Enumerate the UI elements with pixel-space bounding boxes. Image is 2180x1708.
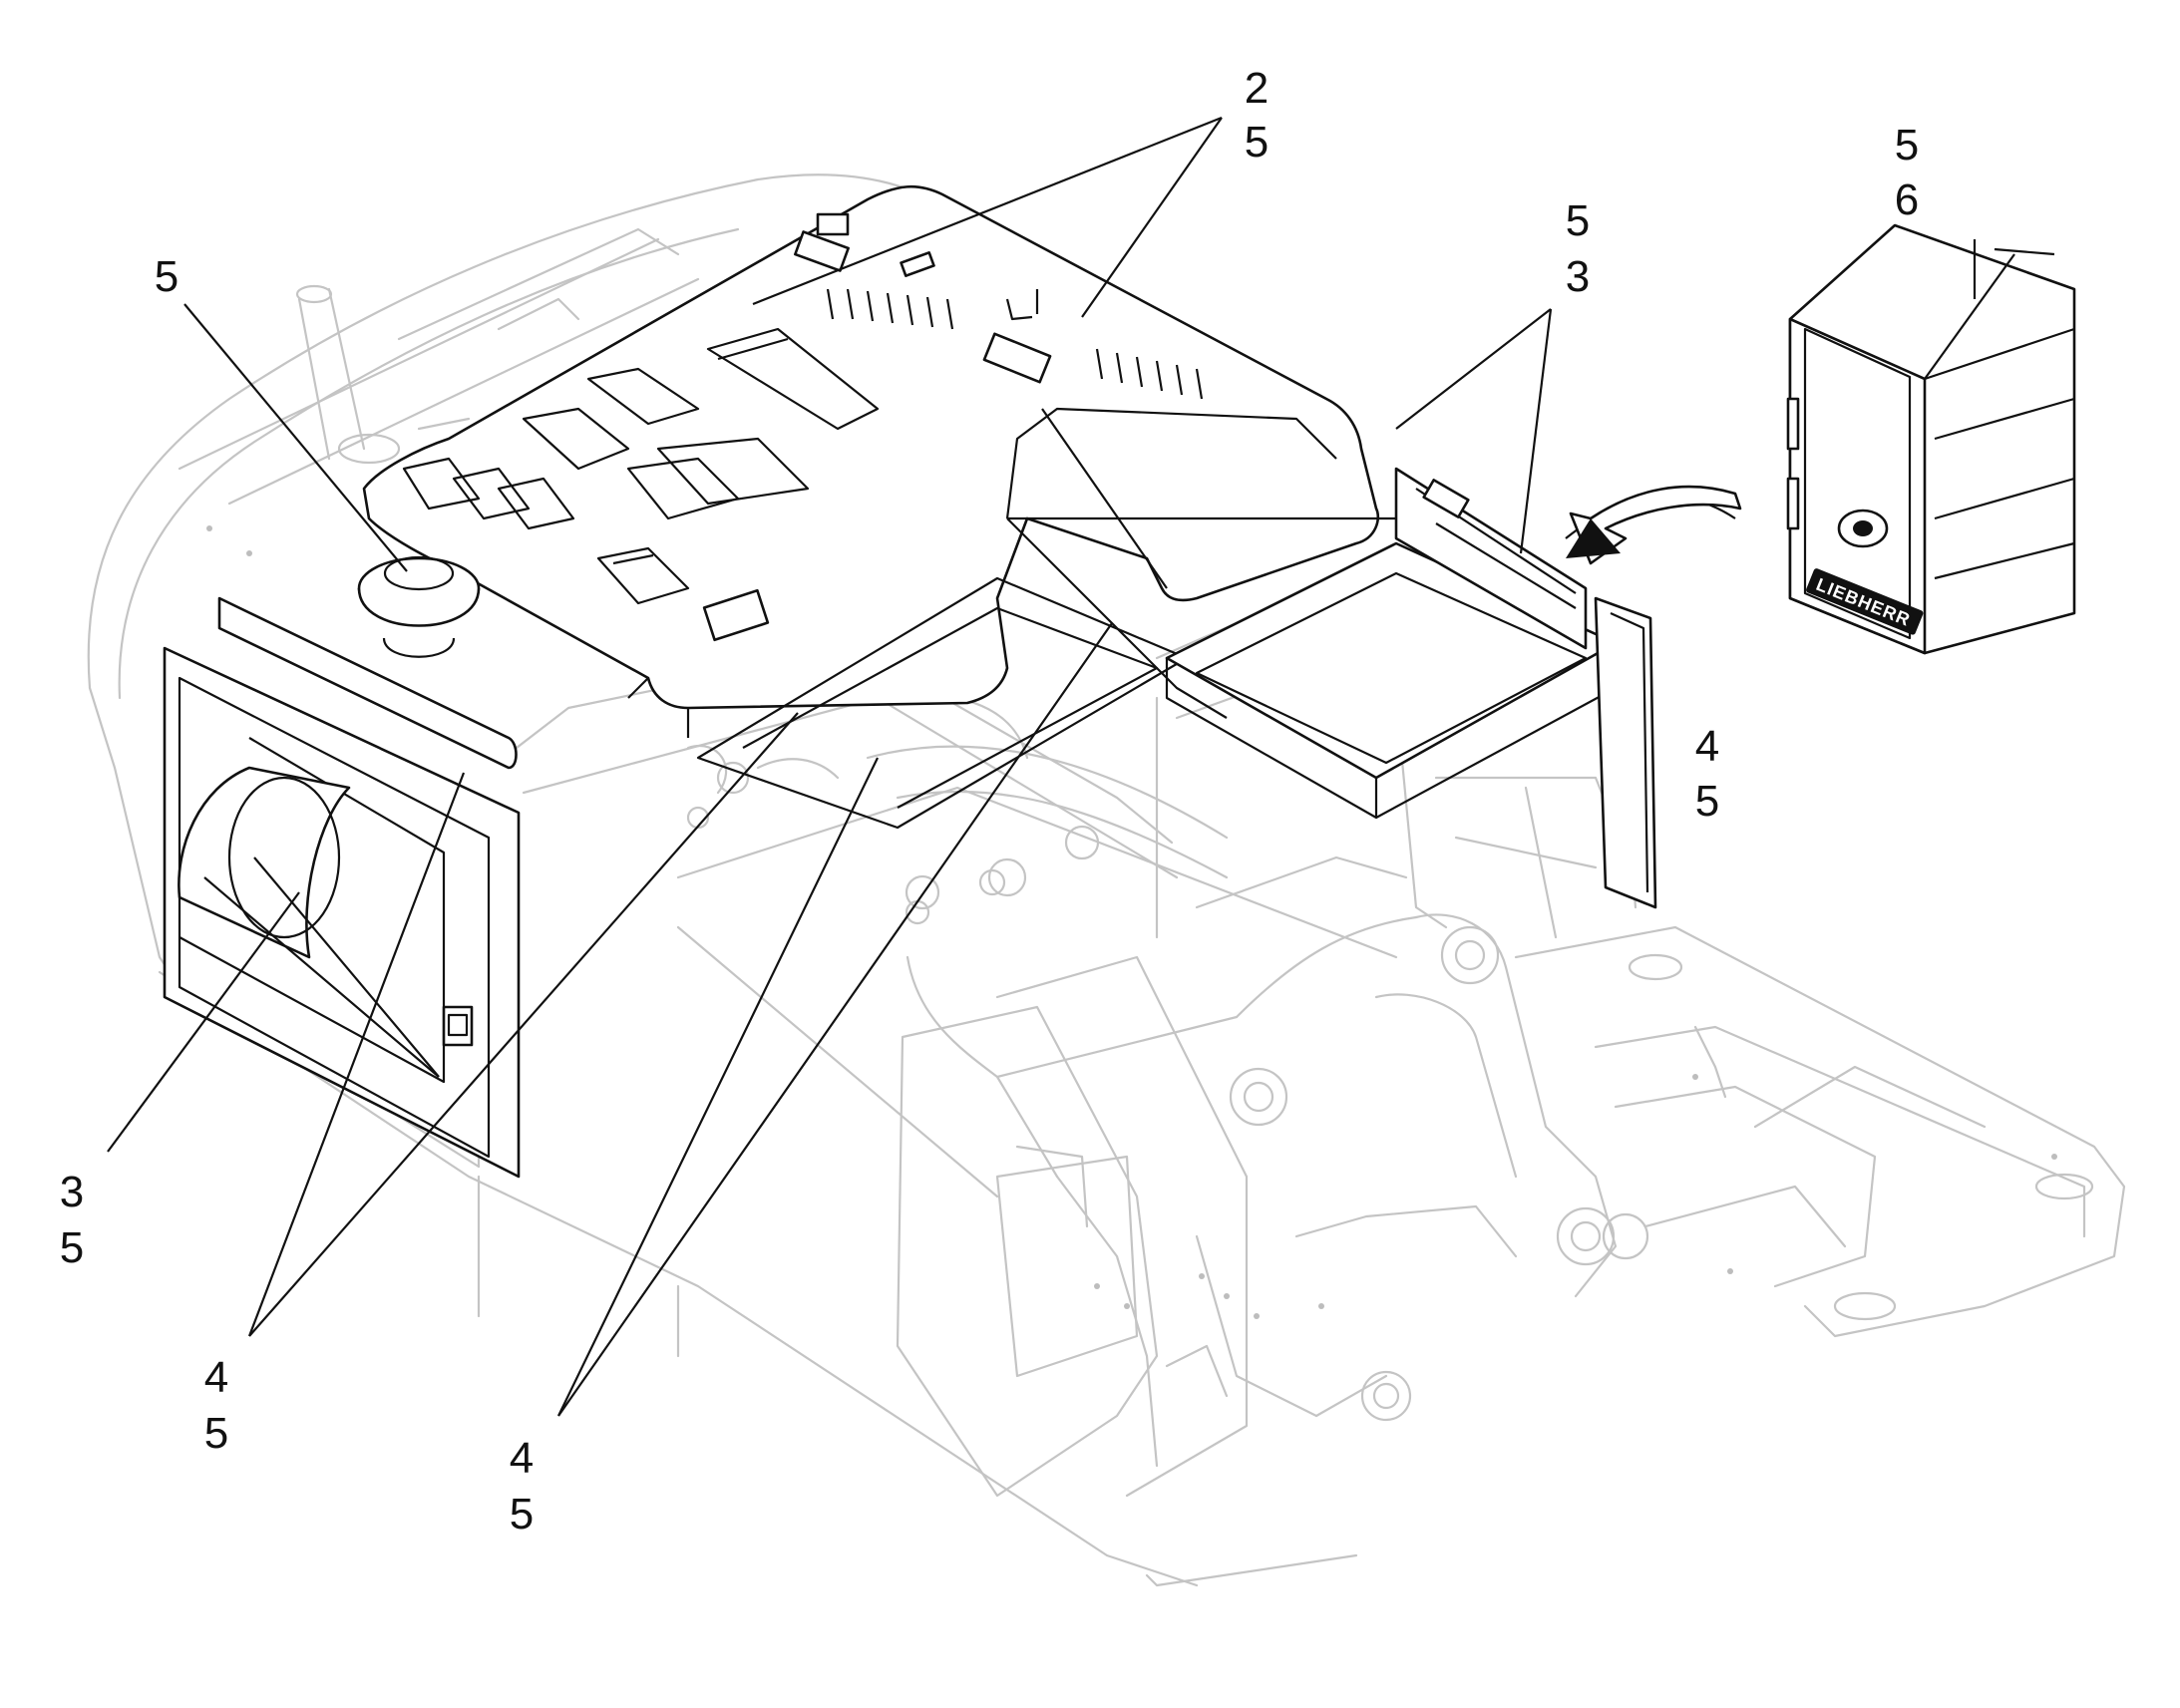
callout-label: 4	[1695, 722, 1719, 771]
callout-label: 3	[1566, 252, 1590, 301]
callout-4-5-bottom-left: 4 5	[204, 1353, 228, 1458]
callout-label: 5	[1245, 118, 1269, 167]
callout-label: 3	[60, 1168, 84, 1216]
callout-5-left: 5	[155, 252, 179, 301]
callout-label: 5	[204, 1409, 228, 1458]
view-direction-arrow	[1565, 485, 1742, 565]
part-6-toolbox: LIEBHERR	[1786, 223, 2076, 655]
callout-label: 4	[510, 1434, 534, 1483]
part-3-left-side-door	[163, 596, 521, 1179]
callout-4-5-bottom-mid: 4 5	[510, 1434, 534, 1538]
leader-lines	[107, 116, 1553, 1417]
callout-3-5-left: 3 5	[60, 1168, 84, 1272]
callout-5-6-toolbox: 5 6	[1895, 121, 1919, 224]
callout-5-3-right: 5 3	[1566, 196, 1590, 301]
callout-label: 5	[1566, 196, 1590, 245]
callout-2-5-top: 2 5	[1245, 64, 1269, 167]
callout-label: 4	[204, 1353, 228, 1402]
callout-label: 5	[1695, 777, 1719, 826]
callout-4-5-right: 4 5	[1695, 722, 1719, 826]
part-2-engine-cover	[357, 184, 1380, 738]
callout-label: 2	[1245, 64, 1269, 113]
part-4-right-side-cover	[1594, 596, 1657, 909]
machine-body-ghost	[87, 173, 2126, 1587]
callout-label: 5	[60, 1223, 84, 1272]
callout-label: 5	[1895, 121, 1919, 170]
callout-label: 5	[510, 1490, 534, 1538]
callout-label: 6	[1895, 175, 1919, 224]
callout-label: 5	[155, 252, 179, 301]
